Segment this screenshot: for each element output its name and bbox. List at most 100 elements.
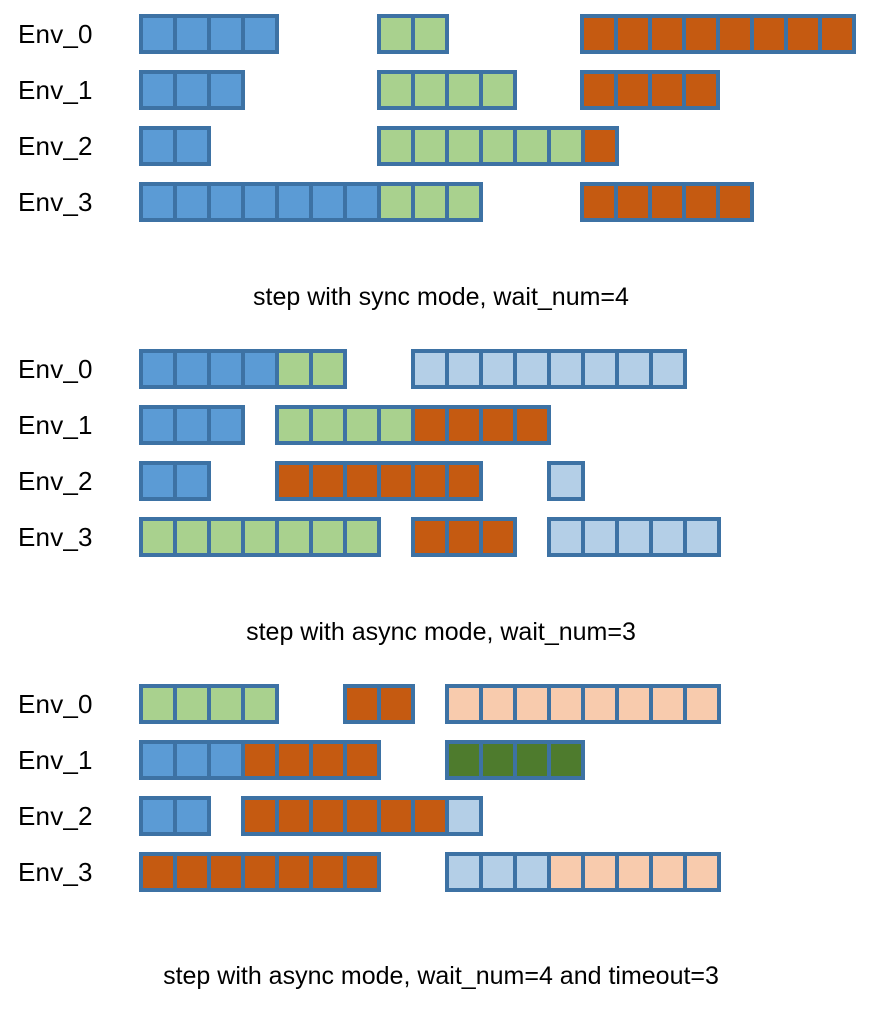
step-cell-green [313, 521, 343, 553]
step-cell-lightblue [551, 521, 581, 553]
step-group [445, 684, 721, 724]
step-cell-green [483, 130, 513, 162]
step-cell-blue [177, 353, 207, 385]
step-cell-blue [177, 744, 207, 776]
step-cell-lightblue [585, 353, 615, 385]
step-cell-orange [517, 409, 547, 441]
step-cell-orange [652, 186, 682, 218]
env-row: Env_0 [0, 341, 882, 397]
step-cell-orange [618, 18, 648, 50]
step-cell-orange [347, 688, 377, 720]
env-row: Env_3 [0, 174, 882, 230]
step-cell-blue [211, 74, 241, 106]
step-cell-peach [483, 688, 513, 720]
step-group [139, 349, 347, 389]
panel-caption: step with async mode, wait_num=3 [246, 618, 636, 646]
step-cell-blue [143, 18, 173, 50]
step-cell-orange [584, 74, 614, 106]
step-cell-orange [313, 744, 343, 776]
step-cell-orange [449, 521, 479, 553]
step-group [445, 852, 721, 892]
step-cell-orange [686, 74, 716, 106]
step-cell-orange [652, 18, 682, 50]
step-cell-orange [415, 800, 445, 832]
step-cell-green [381, 18, 411, 50]
env-row: Env_1 [0, 732, 882, 788]
step-cell-lightblue [449, 856, 479, 888]
step-cell-blue [143, 409, 173, 441]
step-group [343, 684, 415, 724]
step-cell-orange [381, 688, 411, 720]
step-cell-lightblue [619, 521, 649, 553]
env-row: Env_0 [0, 676, 882, 732]
step-cell-green [177, 521, 207, 553]
step-cell-green [381, 409, 411, 441]
step-cell-green [211, 521, 241, 553]
step-group [377, 14, 449, 54]
env-row-label: Env_0 [18, 354, 93, 384]
step-cell-peach [551, 856, 581, 888]
step-group [580, 70, 720, 110]
step-cell-green [449, 186, 479, 218]
env-row: Env_2 [0, 453, 882, 509]
step-cell-green [415, 74, 445, 106]
step-cell-green [551, 130, 581, 162]
step-cell-blue [177, 186, 207, 218]
step-cell-peach [551, 688, 581, 720]
step-cell-lightblue [517, 353, 547, 385]
step-cell-peach [619, 688, 649, 720]
step-cell-orange [652, 74, 682, 106]
step-group [139, 740, 381, 780]
step-cell-orange [720, 186, 750, 218]
step-cell-peach [687, 856, 717, 888]
step-cell-peach [585, 856, 615, 888]
step-cell-orange [483, 409, 513, 441]
step-cell-blue [279, 186, 309, 218]
step-cell-orange [618, 186, 648, 218]
step-cell-orange [245, 856, 275, 888]
env-row: Env_2 [0, 788, 882, 844]
step-cell-lightblue [483, 856, 513, 888]
step-cell-blue [245, 353, 275, 385]
env-row: Env_3 [0, 509, 882, 565]
step-cell-blue [211, 353, 241, 385]
step-cell-orange [347, 800, 377, 832]
step-cell-lightblue [551, 465, 581, 497]
step-cell-lightblue [653, 353, 683, 385]
step-cell-lightblue [449, 800, 479, 832]
step-cell-blue [245, 18, 275, 50]
env-row-label: Env_0 [18, 19, 93, 49]
step-cell-orange [415, 409, 445, 441]
step-cell-blue [177, 74, 207, 106]
step-cell-orange [686, 18, 716, 50]
step-cell-darkgreen [483, 744, 513, 776]
step-cell-blue [245, 186, 275, 218]
step-cell-green [245, 688, 275, 720]
step-group [139, 796, 211, 836]
step-cell-orange [720, 18, 750, 50]
step-group [241, 796, 483, 836]
step-cell-blue [143, 186, 173, 218]
step-cell-green [415, 130, 445, 162]
step-cell-orange [618, 74, 648, 106]
step-cell-orange [584, 186, 614, 218]
step-cell-blue [347, 186, 377, 218]
step-cell-orange [686, 186, 716, 218]
step-cell-orange [245, 744, 275, 776]
step-cell-darkgreen [551, 744, 581, 776]
env-row-label: Env_1 [18, 410, 93, 440]
step-cell-green [279, 409, 309, 441]
step-cell-orange [279, 465, 309, 497]
step-cell-peach [687, 688, 717, 720]
step-cell-orange [177, 856, 207, 888]
env-row-label: Env_2 [18, 131, 93, 161]
step-group [580, 14, 856, 54]
step-group [275, 405, 551, 445]
step-cell-green [245, 521, 275, 553]
step-group [377, 126, 619, 166]
step-group [139, 126, 211, 166]
step-cell-green [517, 130, 547, 162]
